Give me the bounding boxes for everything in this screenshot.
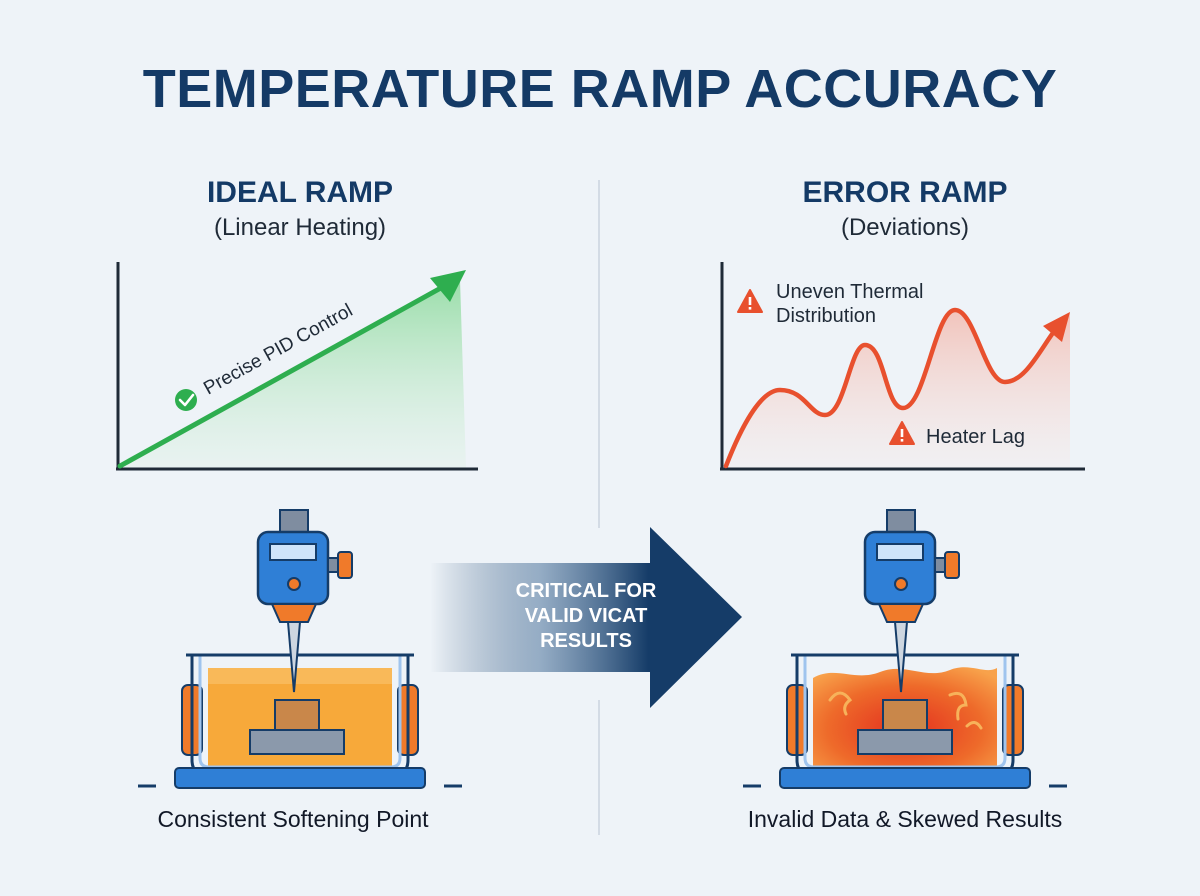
ideal-ramp-line [117,281,451,469]
specimen-platform [857,729,953,755]
error-subheading: (Deviations) [840,214,970,241]
error-ramp-chart: Uneven Thermal Distribution Heater Lag [720,262,1085,471]
error-vicat-apparatus [743,509,1067,789]
page-title: TEMPERATURE RAMP ACCURACY [142,59,1058,119]
arrow-text-line3: RESULTS [540,630,632,652]
vicat-needle [893,621,909,693]
machine-base [779,767,1031,789]
arrow-text-line2: VALID VICAT [525,605,648,627]
ideal-heading: IDEAL RAMP [206,176,394,209]
ideal-subheading: (Linear Heating) [213,214,387,241]
vicat-needle [286,621,302,693]
ideal-vicat-apparatus [138,509,462,789]
error-ramp-line [723,307,1058,469]
warning-triangle-icon [737,289,763,313]
error-ramp-arrowhead [1043,312,1070,342]
error-heading: ERROR RAMP [802,176,1008,209]
machine-base [174,767,426,789]
ideal-caption: Consistent Softening Point [157,806,429,832]
warning-triangle-icon [889,421,915,445]
check-circle-icon [175,389,197,411]
column-divider-bottom [598,700,600,835]
error-caption: Invalid Data & Skewed Results [747,806,1063,832]
arrow-text-line1: CRITICAL FOR [516,580,657,602]
error-ramp-area [726,310,1070,468]
machine-head [256,530,330,606]
error-warning-1-line1: Uneven Thermal [776,281,923,303]
specimen-platform [249,729,345,755]
critical-arrow: CRITICAL FOR VALID VICAT RESULTS [430,527,742,708]
ideal-ramp-arrowhead [430,270,466,302]
machine-head [863,530,937,606]
error-warning-1-line2: Distribution [776,305,876,327]
ideal-specimen [274,699,320,731]
column-divider-top [598,180,600,528]
ideal-ramp-chart: Precise PID Control [116,262,478,471]
error-specimen [882,699,928,731]
error-warning-2: Heater Lag [926,426,1025,448]
